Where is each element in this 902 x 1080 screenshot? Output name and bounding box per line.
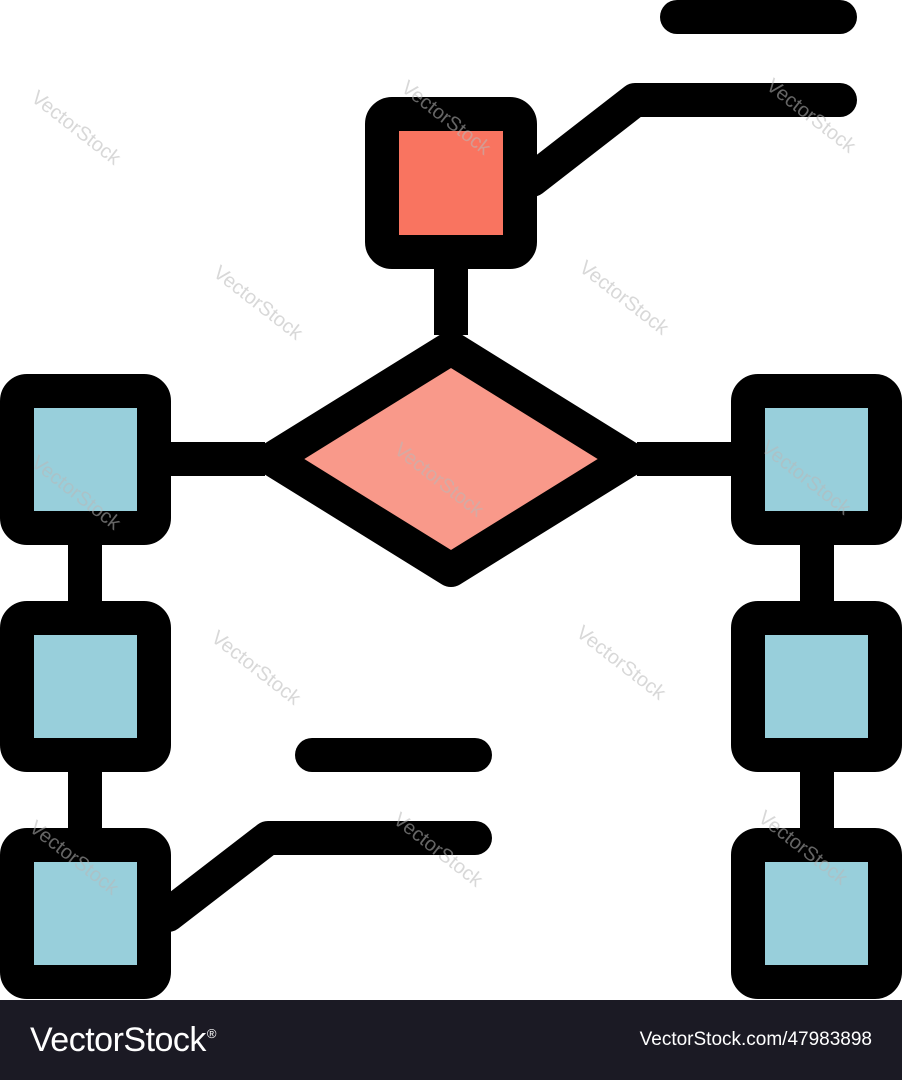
- right-square-node-2: [731, 601, 902, 772]
- diamond-decision-node: [255, 331, 647, 587]
- watermark-text: VectorStock: [27, 87, 125, 171]
- registered-mark: ®: [206, 1026, 217, 1042]
- watermark-text: VectorStock: [209, 262, 307, 346]
- footer-bar: VectorStock® VectorStock.com/47983898: [0, 1000, 902, 1080]
- left-square-node-3: [0, 828, 171, 999]
- left-square-node-2: [0, 601, 171, 772]
- brand-name: VectorStock: [30, 1020, 206, 1059]
- flowchart-icon: VectorStock VectorStock VectorStock Vect…: [0, 0, 902, 999]
- image-id: VectorStock.com/47983898: [639, 1029, 872, 1050]
- brand-logo: VectorStock®: [30, 1020, 217, 1060]
- top-callout-leader: [515, 83, 857, 197]
- right-square-node-3: [731, 828, 902, 999]
- right-square-node-1: [731, 374, 902, 545]
- watermark-text: VectorStock: [207, 627, 305, 711]
- left-square-node-1: [0, 374, 171, 545]
- bottom-callout-leader: [151, 821, 492, 932]
- top-square-node: [365, 97, 537, 269]
- watermark-text: VectorStock: [575, 257, 673, 341]
- watermark-text: VectorStock: [572, 622, 670, 706]
